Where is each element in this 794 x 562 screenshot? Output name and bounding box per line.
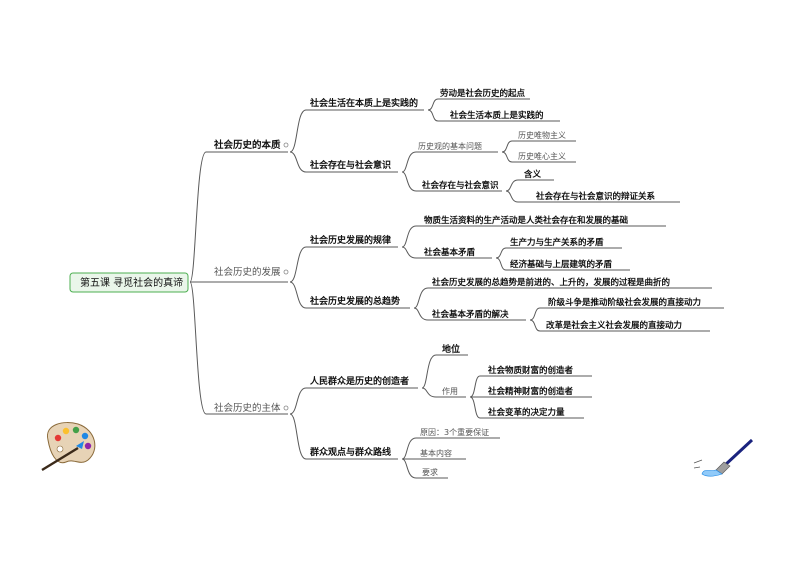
node-l4-spiritual-wealth[interactable]: 社会精神财富的创造者 <box>487 386 574 397</box>
level-4-nodes: 历史唯物主义 历史唯心主义 含义 社会存在与社会意识的辩证关系 生产力与生产关系… <box>487 130 701 418</box>
node-l4-economic-base[interactable]: 经济基础与上层建筑的矛盾 <box>510 259 613 270</box>
paintbrush-icon <box>693 438 754 477</box>
node-l4-historical-idealism[interactable]: 历史唯心主义 <box>518 151 566 161</box>
node-l4-class-struggle[interactable]: 阶级斗争是推动阶级社会发展的直接动力 <box>548 297 701 308</box>
node-l3-reason[interactable]: 原因：3个重要保证 <box>420 427 489 437</box>
node-l4-meaning[interactable]: 含义 <box>523 169 542 180</box>
node-l3-trend-forward[interactable]: 社会历史发展的总趋势是前进的、上升的，发展的过程是曲折的 <box>431 277 671 288</box>
root-node[interactable]: 第五课 寻觅社会的真谛 <box>80 276 183 289</box>
node-l4-material-wealth[interactable]: 社会物质财富的创造者 <box>487 365 574 376</box>
node-l3-role[interactable]: 作用 <box>442 386 458 396</box>
node-l2-masses-creators[interactable]: 人民群众是历史的创造者 <box>309 375 409 387</box>
node-l3-contradiction-solution[interactable]: 社会基本矛盾的解决 <box>431 309 509 320</box>
node-l3-practice-essence[interactable]: 社会生活本质上是实践的 <box>449 110 544 121</box>
node-l3-requirements[interactable]: 要求 <box>422 467 438 477</box>
node-l3-basic-question[interactable]: 历史观的基本问题 <box>418 141 482 151</box>
node-l1-development[interactable]: 社会历史的发展 <box>214 266 281 278</box>
node-l2-practice[interactable]: 社会生活在本质上是实践的 <box>309 97 418 109</box>
node-l3-existence-consciousness[interactable]: 社会存在与社会意识 <box>421 180 499 191</box>
node-l3-production-basis[interactable]: 物质生活资料的生产活动是人类社会存在和发展的基础 <box>424 215 629 226</box>
node-l4-historical-materialism[interactable]: 历史唯物主义 <box>518 130 566 140</box>
node-l3-status[interactable]: 地位 <box>442 343 460 355</box>
node-l2-mass-line[interactable]: 群众观点与群众路线 <box>309 446 391 458</box>
node-l2-trend[interactable]: 社会历史发展的总趋势 <box>309 295 400 307</box>
node-l3-labor[interactable]: 劳动是社会历史的起点 <box>440 88 526 99</box>
connectors <box>189 98 724 479</box>
node-l2-laws[interactable]: 社会历史发展的规律 <box>309 234 391 246</box>
node-l4-dialectical-relation[interactable]: 社会存在与社会意识的辩证关系 <box>535 191 656 202</box>
node-l4-productive-forces[interactable]: 生产力与生产关系的矛盾 <box>510 237 604 248</box>
node-l2-existence-consciousness[interactable]: 社会存在与社会意识 <box>309 159 391 171</box>
node-l4-reform[interactable]: 改革是社会主义社会发展的直接动力 <box>546 320 682 331</box>
root-node-box <box>69 272 189 293</box>
level-1-nodes: 社会历史的本质 社会历史的发展 社会历史的主体 <box>213 139 289 414</box>
node-l1-essence[interactable]: 社会历史的本质 <box>213 139 281 151</box>
node-l3-basic-content[interactable]: 基本内容 <box>420 448 452 458</box>
palette-icon <box>41 422 96 472</box>
node-l1-subject[interactable]: 社会历史的主体 <box>214 402 281 414</box>
level-2-nodes: 社会生活在本质上是实践的 社会存在与社会意识 社会历史发展的规律 社会历史发展的… <box>309 97 418 458</box>
node-l3-basic-contradiction[interactable]: 社会基本矛盾 <box>423 247 476 258</box>
level-3-nodes: 劳动是社会历史的起点 社会生活本质上是实践的 历史观的基本问题 社会存在与社会意… <box>418 88 671 477</box>
node-l4-social-change[interactable]: 社会变革的决定力量 <box>487 407 565 418</box>
